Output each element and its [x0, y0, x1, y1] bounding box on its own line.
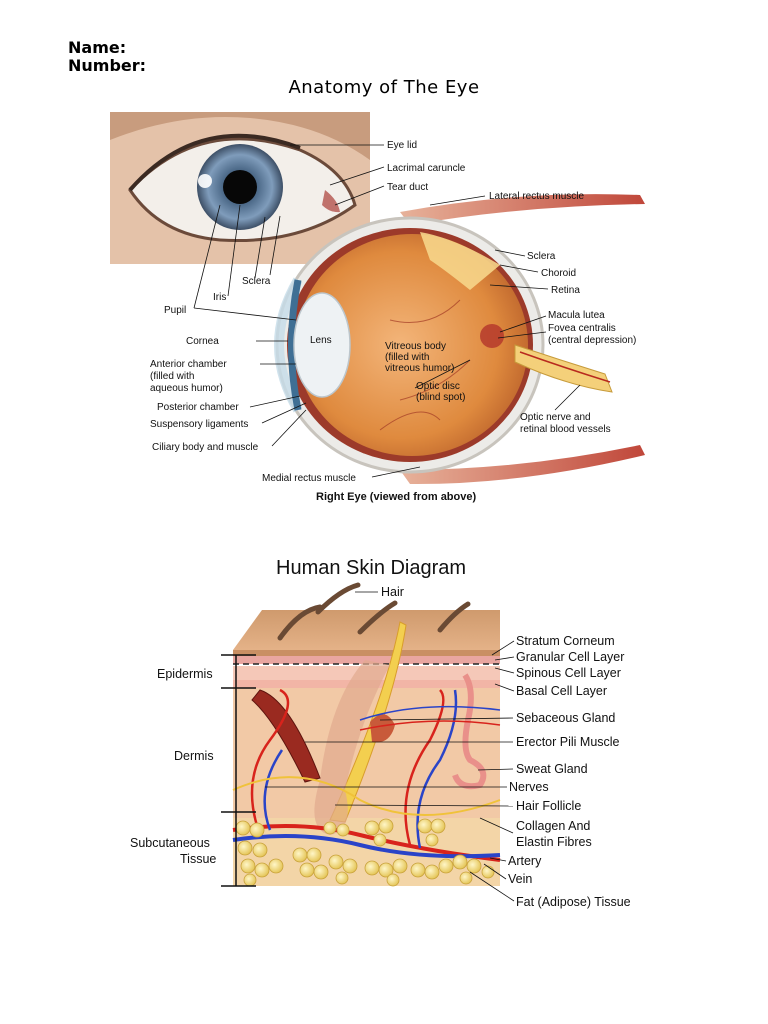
label-macula-lutea: Macula lutea	[548, 310, 605, 321]
label-subcutaneous-2: Tissue	[180, 852, 216, 866]
eye-labels: Eye lid Lacrimal caruncle Tear duct Late…	[150, 140, 636, 503]
label-granular: Granular Cell Layer	[516, 650, 624, 664]
lateral-rectus-muscle-shape	[400, 194, 645, 225]
label-pupil: Pupil	[164, 305, 186, 316]
label-cornea: Cornea	[186, 336, 219, 347]
label-subcutaneous-1: Subcutaneous	[130, 836, 210, 850]
label-retina: Retina	[551, 285, 580, 296]
label-sebaceous: Sebaceous Gland	[516, 711, 615, 725]
eye-caption: Right Eye (viewed from above)	[316, 491, 476, 503]
label-anterior-1: Anterior chamber	[150, 359, 227, 370]
optic-nerve-shape	[514, 344, 613, 393]
surface-hairs	[277, 582, 471, 641]
external-eye-illustration	[110, 112, 370, 264]
skin-diagram-title: Human Skin Diagram	[276, 557, 466, 579]
label-sweat: Sweat Gland	[516, 762, 588, 776]
nerve-shape	[232, 776, 501, 816]
label-hair: Hair	[381, 585, 404, 599]
label-dermis: Dermis	[174, 749, 214, 763]
label-posterior-chamber: Posterior chamber	[157, 402, 239, 413]
label-eye-lid: Eye lid	[387, 140, 417, 151]
number-label: Number:	[68, 56, 147, 75]
label-collagen-2: Elastin Fibres	[516, 835, 592, 849]
label-basal: Basal Cell Layer	[516, 684, 607, 698]
label-optic-disc-2: (blind spot)	[416, 392, 465, 403]
eyeball-cross-section	[275, 216, 545, 474]
label-vitreous-1: Vitreous body	[385, 341, 446, 352]
label-vitreous-3: vitreous humor)	[385, 363, 454, 374]
skin-labels: Hair Stratum Corneum Granular Cell Layer…	[130, 585, 631, 909]
label-optic-nerve-1: Optic nerve and	[520, 412, 591, 423]
label-optic-disc-1: Optic disc	[416, 381, 460, 392]
label-spinous: Spinous Cell Layer	[516, 666, 621, 680]
label-anterior-2: (filled with	[150, 371, 194, 382]
label-erector: Erector Pili Muscle	[516, 735, 620, 749]
label-nerves: Nerves	[509, 780, 549, 794]
label-epidermis: Epidermis	[157, 667, 213, 681]
page-title: Anatomy of The Eye	[288, 77, 480, 98]
label-fovea-centralis: Fovea centralis	[548, 323, 616, 334]
fat-cells	[235, 818, 495, 887]
label-stratum-corneum: Stratum Corneum	[516, 634, 615, 648]
layer-brackets	[221, 654, 256, 887]
label-sclera-left: Sclera	[242, 276, 271, 287]
label-choroid: Choroid	[541, 268, 576, 279]
label-artery: Artery	[508, 854, 542, 868]
label-lens: Lens	[310, 335, 332, 346]
label-central-depression: (central depression)	[548, 335, 636, 346]
label-medial-rectus: Medial rectus muscle	[262, 473, 356, 484]
label-iris: Iris	[213, 292, 226, 303]
label-lateral-rectus: Lateral rectus muscle	[489, 191, 584, 202]
label-tear-duct: Tear duct	[387, 182, 428, 193]
sweat-gland-shape	[452, 673, 487, 790]
label-lacrimal-caruncle: Lacrimal caruncle	[387, 163, 466, 174]
label-suspensory: Suspensory ligaments	[150, 419, 248, 430]
medial-rectus-muscle-shape	[400, 445, 645, 485]
blood-vessels	[232, 688, 501, 862]
label-follicle: Hair Follicle	[516, 799, 581, 813]
label-optic-nerve-2: retinal blood vessels	[520, 424, 611, 435]
lens-shape	[293, 292, 351, 398]
name-label: Name:	[68, 38, 127, 57]
sebaceous-shape	[370, 714, 395, 743]
label-vitreous-2: (filled with	[385, 352, 429, 363]
label-anterior-3: aqueous humor)	[150, 383, 223, 394]
label-collagen-1: Collagen And	[516, 819, 590, 833]
label-ciliary: Ciliary body and muscle	[152, 442, 259, 453]
label-sclera-right: Sclera	[527, 251, 556, 262]
label-fat: Fat (Adipose) Tissue	[516, 895, 631, 909]
label-vein: Vein	[508, 872, 532, 886]
